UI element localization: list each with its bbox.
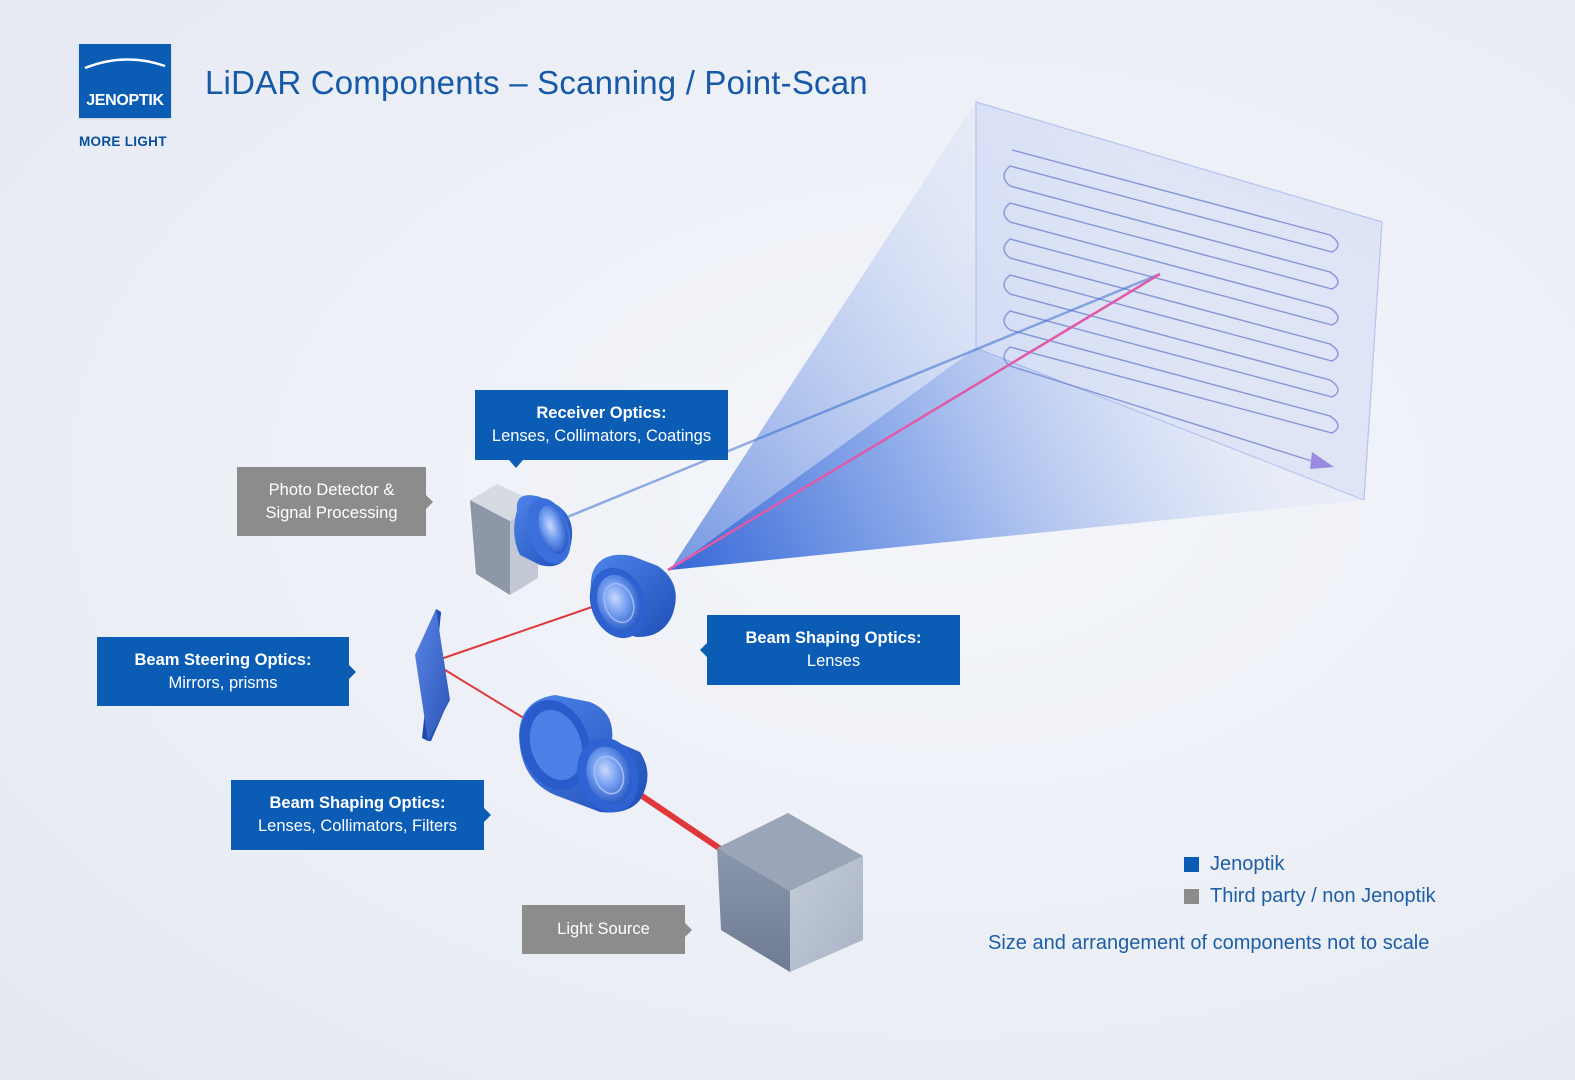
- legend-item-jenoptik: Jenoptik: [1184, 848, 1436, 880]
- scan-raster-pattern: [1003, 149, 1339, 463]
- outgoing-beam: [667, 272, 1161, 572]
- callout-heading: Beam Shaping Optics:: [269, 794, 446, 812]
- legend-item-third-party: Third party / non Jenoptik: [1184, 880, 1436, 912]
- callout-heading: Beam Shaping Optics:: [745, 629, 922, 647]
- page-title: LiDAR Components – Scanning / Point-Scan: [205, 64, 868, 101]
- receiver-lens: [514, 495, 573, 567]
- callout-detail: Lenses: [806, 652, 861, 670]
- callout-line2: Signal Processing: [265, 503, 398, 522]
- light-source-device: [717, 813, 863, 972]
- beam-shaping-lens-upper: [589, 554, 676, 639]
- callout-heading: Beam Steering Optics:: [134, 650, 312, 669]
- legend-label: Jenoptik: [1210, 852, 1285, 875]
- legend-swatch: [1184, 856, 1199, 872]
- legend-swatch: [1184, 888, 1199, 904]
- scale-note: Size and arrangement of components not t…: [988, 932, 1430, 954]
- legend-label: Third party / non Jenoptik: [1210, 884, 1436, 907]
- callout-label: Light Source: [557, 920, 650, 938]
- callout-beam-steering: Beam Steering Optics: Mirrors, prisms: [97, 637, 356, 706]
- callout-beam-shaping-upper: Beam Shaping Optics: Lenses: [700, 615, 960, 685]
- callout-pointer-icon: [426, 494, 433, 509]
- callout-pointer-icon: [685, 922, 692, 937]
- legend: Jenoptik Third party / non Jenoptik: [1184, 848, 1436, 912]
- arc-icon: [84, 58, 166, 70]
- laser-path-to-mirror: [431, 661, 528, 721]
- callout-detail: Mirrors, prisms: [168, 673, 278, 692]
- callout-photo-detector: Photo Detector & Signal Processing: [237, 467, 433, 536]
- callout-receiver-optics: Receiver Optics: Lenses, Collimators, Co…: [475, 390, 728, 468]
- callout-heading: Receiver Optics:: [536, 404, 667, 422]
- logo-wordmark: JENOPTIK: [86, 92, 164, 109]
- callout-pointer-icon: [509, 460, 523, 468]
- callout-line1: Photo Detector &: [268, 480, 395, 499]
- jenoptik-logo: JENOPTIK: [79, 44, 171, 118]
- callout-detail: Lenses, Collimators, Coatings: [491, 427, 712, 445]
- return-beam: [564, 272, 1161, 520]
- callout-pointer-icon: [700, 643, 707, 657]
- callout-detail: Lenses, Collimators, Filters: [258, 817, 457, 835]
- callout-beam-shaping-lower: Beam Shaping Optics: Lenses, Collimators…: [231, 780, 491, 850]
- beam-steering-mirror: [415, 609, 450, 741]
- brand-tagline: MORE LIGHT: [79, 134, 167, 149]
- callout-pointer-icon: [349, 664, 356, 679]
- callout-pointer-icon: [484, 808, 491, 822]
- scan-volume: [670, 101, 1383, 570]
- callout-light-source: Light Source: [522, 905, 692, 954]
- scan-end-arrow-icon: [1310, 452, 1334, 469]
- beam-shaping-lens-lower: [519, 695, 648, 813]
